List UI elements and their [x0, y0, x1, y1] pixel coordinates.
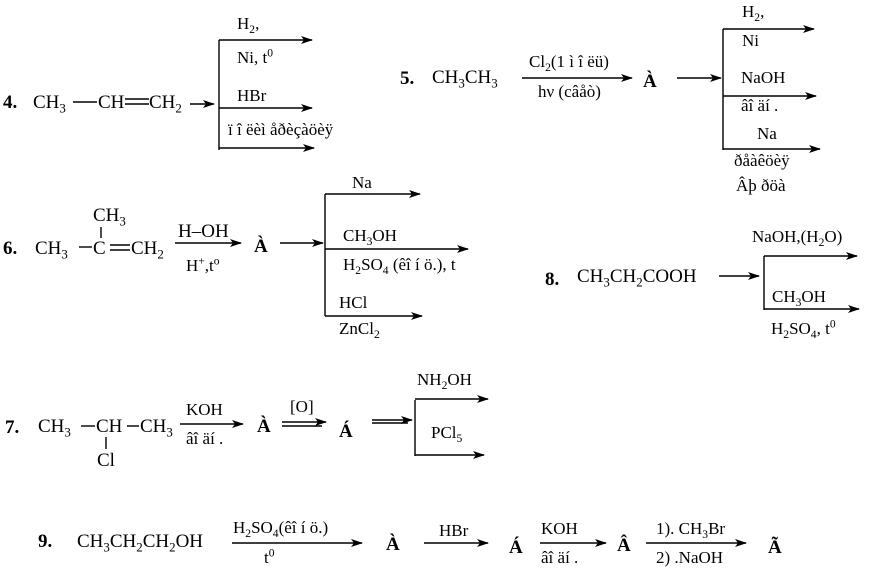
p7-condition-top: KOH [186, 400, 223, 419]
p5-branch-1-top: H2, [742, 2, 765, 25]
p6-branch-2-bottom: H2SO4 (êî í ö.), t [343, 255, 456, 278]
p5-condition-top: Cl2(1 ì î ëü) [529, 52, 609, 75]
p6-branch-2-top: CH3OH [343, 226, 397, 249]
problem-8-number: 8. [545, 269, 560, 290]
p9-step-3-bottom: âî äí . [541, 548, 579, 567]
p8-branch-2-bottom: H2SO4, t0 [771, 317, 836, 342]
p9-step-1-bottom: t0 [264, 546, 275, 567]
p5-branch-1-bottom: Ni [742, 31, 759, 50]
problem-4-number: 4. [3, 92, 18, 113]
p9-step-3-top: KOH [541, 519, 578, 538]
problem-5-number: 5. [400, 68, 415, 89]
p6-branch-3-bottom: ZnCl2 [339, 319, 380, 342]
p6-condition-top: H–OH [178, 221, 229, 242]
problem-9-number: 9. [38, 531, 53, 552]
p5-branch-3-bottom-2: Âþ ðöà [736, 176, 786, 195]
p9-step-4-bottom: 2) .NaOH [656, 548, 724, 567]
p8-branch-1-top: NaOH,(H2O) [752, 227, 843, 250]
p5-condition-bottom: hν (câåò) [538, 82, 601, 101]
p7-condition-bottom: âî äí . [186, 429, 224, 448]
p5-branch-2-bottom: âî äí . [741, 96, 779, 115]
p7-start-ch: CH [96, 416, 123, 437]
p6-methyl: CH3 [93, 205, 126, 229]
p4-reagent-2-bottom: ï î ëèì åðèçàöèÿ [228, 120, 334, 139]
problem-6-number: 6. [3, 238, 18, 259]
p9-step-4-top: 1). CH3Br [656, 519, 726, 542]
p7-branch-2-top: PCl5 [431, 423, 463, 446]
p9-step-2-top: HBr [439, 521, 469, 540]
p5-branch-3-top: Na [757, 124, 777, 143]
p7-product-a: À [257, 416, 271, 437]
p7-start-ch3-left: CH3 [38, 416, 71, 440]
p9-step-1-top: H2SO4(êî í ö.) [233, 518, 329, 541]
p7-product-b: Á [339, 421, 353, 442]
problem-7-number: 7. [5, 417, 20, 438]
p7-start-ch3-right: CH3 [140, 416, 173, 440]
p8-start-propanoic-acid: CH3CH2COOH [577, 266, 697, 290]
p9-product-a: À [386, 534, 400, 555]
p8-branch-2-top: CH3OH [772, 287, 826, 310]
p6-branch-3-top: HCl [339, 293, 368, 312]
p4-reagent-1-top: H2, [237, 14, 260, 37]
p5-branch-2-top: NaOH [741, 68, 786, 87]
p6-start-ch2: CH2 [131, 238, 164, 262]
p9-product-b: Á [509, 537, 523, 558]
p5-product-a: À [643, 71, 657, 92]
p7-branch-1-top: NH2OH [417, 370, 472, 393]
p9-product-c: Â [617, 535, 631, 556]
p5-branch-3-bottom-1: ðåàêöèÿ [734, 151, 790, 170]
p4-start-ch: CH [98, 92, 125, 113]
p6-condition-bottom: H+,to [186, 254, 220, 275]
p6-start-ch3: CH3 [35, 238, 68, 262]
p4-reagent-1-bottom: Ni, t0 [237, 46, 274, 67]
p4-start-ch3: CH3 [33, 92, 66, 116]
p5-start-ethane: CH3CH3 [432, 67, 498, 91]
p9-product-d: Ã [768, 537, 782, 558]
p7-substituent-cl: Cl [97, 450, 115, 471]
p6-product-a: À [254, 236, 268, 257]
p6-branch-1-top: Na [352, 173, 372, 192]
p7-oxidant: [O] [290, 397, 314, 416]
p6-start-c: C [93, 238, 106, 259]
p9-start-propanol: CH3CH2CH2OH [77, 531, 204, 555]
p4-reagent-2-top: HBr [237, 86, 267, 105]
p4-start-ch2: CH2 [149, 92, 182, 116]
